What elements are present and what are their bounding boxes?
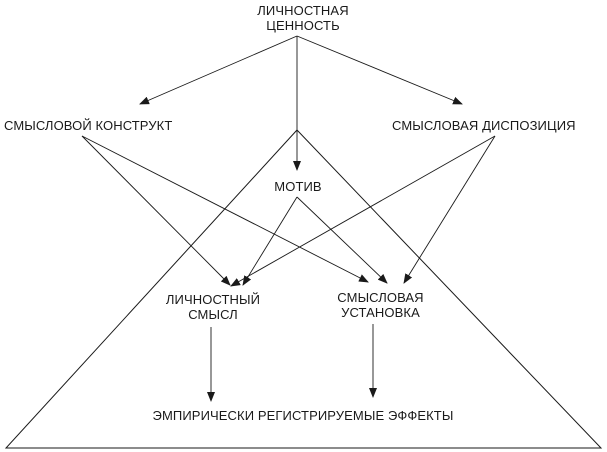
triangle-outline bbox=[4, 129, 603, 449]
arrow-motive-to-attitude bbox=[296, 196, 388, 284]
node-empirical-effects: ЭМПИРИЧЕСКИ РЕГИСТРИРУЕМЫЕ ЭФФЕКТЫ bbox=[152, 408, 454, 423]
node-meaning-attitude-line1: СМЫСЛОВАЯ bbox=[337, 290, 424, 305]
node-personal-value-line1: ЛИЧНОСТНАЯ bbox=[257, 3, 349, 18]
arrow-value-to-construct bbox=[139, 35, 298, 105]
arrow-disposition-to-attitude bbox=[403, 135, 496, 284]
node-meaning-attitude-line2: УСТАНОВКА bbox=[341, 305, 420, 320]
node-meaning-disposition: СМЫСЛОВАЯ ДИСПОЗИЦИЯ bbox=[392, 118, 576, 133]
arrow-disposition-to-meaning bbox=[230, 135, 496, 287]
node-meaning-attitude: СМЫСЛОВАЯ УСТАНОВКА bbox=[318, 290, 443, 320]
node-meaning-construct: СМЫСЛОВОЙ КОНСТРУКТ bbox=[4, 118, 173, 133]
node-personal-value: ЛИЧНОСТНАЯ ЦЕННОСТЬ bbox=[228, 3, 378, 33]
node-personal-meaning-line1: ЛИЧНОСТНЫЙ bbox=[165, 292, 261, 307]
node-motive: МОТИВ bbox=[274, 179, 322, 194]
arrow-motive-to-meaning bbox=[242, 196, 298, 286]
arrow-construct-to-attitude bbox=[81, 135, 369, 283]
node-personal-value-line2: ЦЕННОСТЬ bbox=[266, 18, 340, 33]
node-personal-meaning-line2: СМЫСЛ bbox=[188, 307, 238, 322]
arrow-construct-to-meaning bbox=[81, 135, 231, 286]
node-personal-meaning: ЛИЧНОСТНЫЙ СМЫСЛ bbox=[148, 292, 278, 322]
arrow-value-to-disposition bbox=[296, 35, 463, 105]
